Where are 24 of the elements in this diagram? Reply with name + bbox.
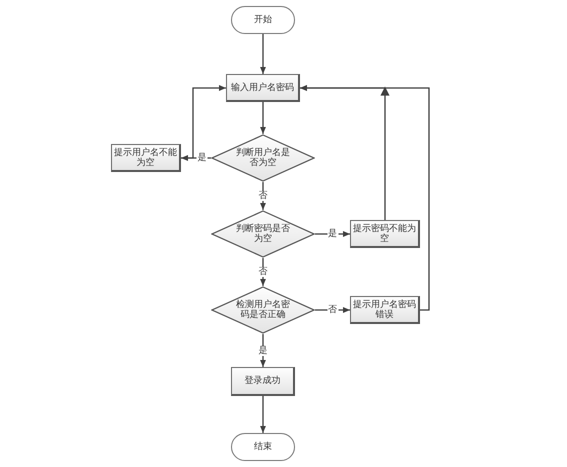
decision-diamond: 检测用户名密码是否正确 <box>211 286 315 334</box>
arrow <box>181 155 211 161</box>
arrow <box>260 396 266 433</box>
process-box: 提示密码不能为空 <box>350 220 420 248</box>
edge-label: 是 <box>196 153 208 163</box>
edge-label: 否 <box>258 267 268 277</box>
process-box: 输入用户名密码 <box>226 74 300 102</box>
process-box: 提示用户名不能为空 <box>111 144 181 172</box>
arrow <box>260 34 266 74</box>
edge-label: 否 <box>258 191 268 201</box>
arrow <box>260 102 266 134</box>
edge-label: 是 <box>258 346 268 356</box>
process-box: 登录成功 <box>231 367 295 396</box>
arrow <box>300 85 430 311</box>
terminal-box: 结束 <box>231 433 295 461</box>
arrow <box>315 231 350 237</box>
arrow <box>181 85 226 159</box>
decision-diamond: 判断用户名是否为空 <box>211 134 315 182</box>
process-box: 提示用户名密码错误 <box>350 296 420 324</box>
edge-label: 否 <box>327 305 338 315</box>
arrow <box>315 307 350 313</box>
terminal-box: 开始 <box>231 6 295 34</box>
edge-label: 是 <box>327 229 338 239</box>
decision-diamond: 判断密码是否为空 <box>211 210 315 258</box>
